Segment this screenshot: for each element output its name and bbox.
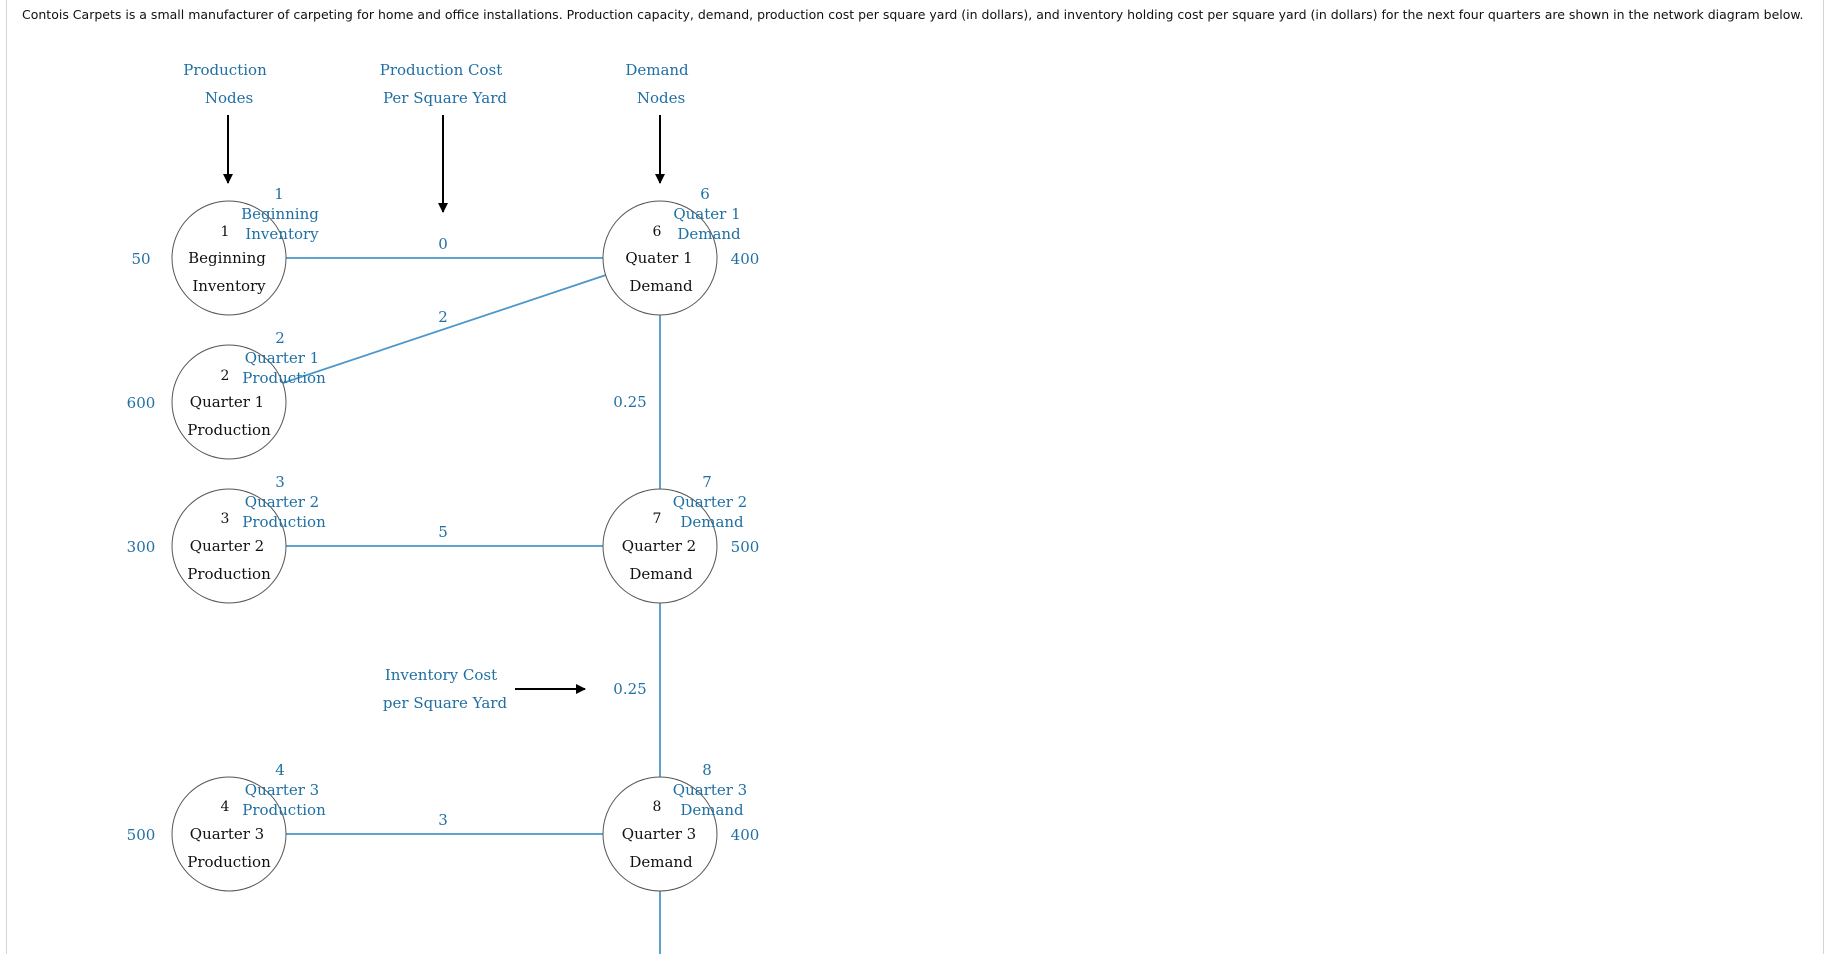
node-7-demand: 500 (731, 538, 760, 556)
node-1-number: 1 (221, 224, 230, 240)
node-2-capacity: 600 (127, 394, 156, 412)
node-7-callout-number: 7 (702, 473, 712, 491)
header-production-nodes-line2: Nodes (205, 89, 253, 107)
node-1-callout-line1: Beginning (241, 205, 319, 223)
node-8-number: 8 (653, 799, 662, 815)
cost-label-1-6: 0 (438, 235, 448, 253)
node-7-callout-line2: Demand (680, 513, 744, 531)
node-1-label-line2: Inventory (192, 277, 266, 295)
node-8-callout-line1: Quarter 3 (673, 781, 747, 799)
node-6-number: 6 (653, 224, 662, 240)
node-4-callout-line1: Quarter 3 (245, 781, 319, 799)
demand-node-7: 7 Quarter 2 Demand 7 Quarter 2 Demand 50… (602, 473, 760, 604)
node-3-callout-line2: Production (242, 513, 326, 531)
edge-2-6 (279, 274, 607, 385)
content-frame (6, 0, 1824, 954)
inventory-cost-header-line2: per Square Yard (383, 694, 508, 712)
node-4-callout-number: 4 (275, 761, 285, 779)
inventory-cost-label-7-8: 0.25 (613, 680, 646, 698)
node-3-label-line1: Quarter 2 (190, 537, 264, 555)
production-node-4: 4 Quarter 3 Production 4 Quarter 3 Produ… (127, 761, 326, 892)
inventory-cost-header-line1: Inventory Cost (385, 666, 497, 684)
node-8-label-line1: Quarter 3 (622, 825, 696, 843)
node-8-label-line2: Demand (629, 853, 693, 871)
inventory-cost-label-6-7: 0.25 (613, 393, 646, 411)
node-6-label-line2: Demand (629, 277, 693, 295)
node-7-callout-line1: Quarter 2 (673, 493, 747, 511)
node-6-callout-line2: Demand (677, 225, 741, 243)
node-3-capacity: 300 (127, 538, 156, 556)
problem-description: Contois Carpets is a small manufacturer … (22, 7, 1804, 22)
node-2-number: 2 (221, 368, 230, 384)
node-1-callout-number: 1 (274, 185, 284, 203)
node-2-callout-line1: Quarter 1 (245, 349, 319, 367)
header-production-cost-line2: Per Square Yard (383, 89, 507, 107)
node-2-label-line2: Production (187, 421, 271, 439)
node-6-demand: 400 (731, 250, 760, 268)
node-6-callout-number: 6 (700, 185, 710, 203)
header-production-nodes-line1: Production (183, 61, 267, 79)
node-4-callout-line2: Production (242, 801, 326, 819)
node-2-label-line1: Quarter 1 (190, 393, 264, 411)
node-7-label-line1: Quarter 2 (622, 537, 696, 555)
cost-label-2-6: 2 (438, 308, 448, 326)
node-6-callout-line1: Quater 1 (673, 205, 740, 223)
demand-node-6: 6 Quater 1 Demand 6 Quater 1 Demand 400 (602, 185, 760, 316)
header-demand-nodes-line1: Demand (625, 61, 689, 79)
cost-label-3-7: 5 (438, 523, 448, 541)
node-2-callout-line2: Production (242, 369, 326, 387)
node-4-number: 4 (221, 799, 230, 815)
header-demand-nodes-line2: Nodes (637, 89, 685, 107)
node-1-callout-line2: Inventory (245, 225, 319, 243)
cost-label-4-8: 3 (438, 811, 448, 829)
node-1-capacity: 50 (131, 250, 150, 268)
node-7-number: 7 (653, 511, 662, 527)
header-production-cost-line1: Production Cost (380, 61, 502, 79)
node-1-label-line1: Beginning (188, 249, 266, 267)
node-3-label-line2: Production (187, 565, 271, 583)
node-6-label-line1: Quater 1 (625, 249, 692, 267)
node-4-label-line1: Quarter 3 (190, 825, 264, 843)
node-8-demand: 400 (731, 826, 760, 844)
node-3-callout-line1: Quarter 2 (245, 493, 319, 511)
node-4-capacity: 500 (127, 826, 156, 844)
node-8-callout-number: 8 (702, 761, 712, 779)
demand-node-8: 8 Quarter 3 Demand 8 Quarter 3 Demand 40… (602, 761, 760, 892)
production-node-3: 3 Quarter 2 Production 3 Quarter 2 Produ… (127, 473, 326, 604)
node-3-callout-number: 3 (275, 473, 285, 491)
node-8-callout-line2: Demand (680, 801, 744, 819)
node-2-callout-number: 2 (275, 329, 285, 347)
node-3-number: 3 (221, 511, 230, 527)
node-7-label-line2: Demand (629, 565, 693, 583)
node-4-label-line2: Production (187, 853, 271, 871)
production-node-1: 1 Beginning Inventory 1 Beginning Invent… (131, 185, 319, 316)
production-node-2: 2 Quarter 1 Production 2 Quarter 1 Produ… (127, 329, 326, 460)
